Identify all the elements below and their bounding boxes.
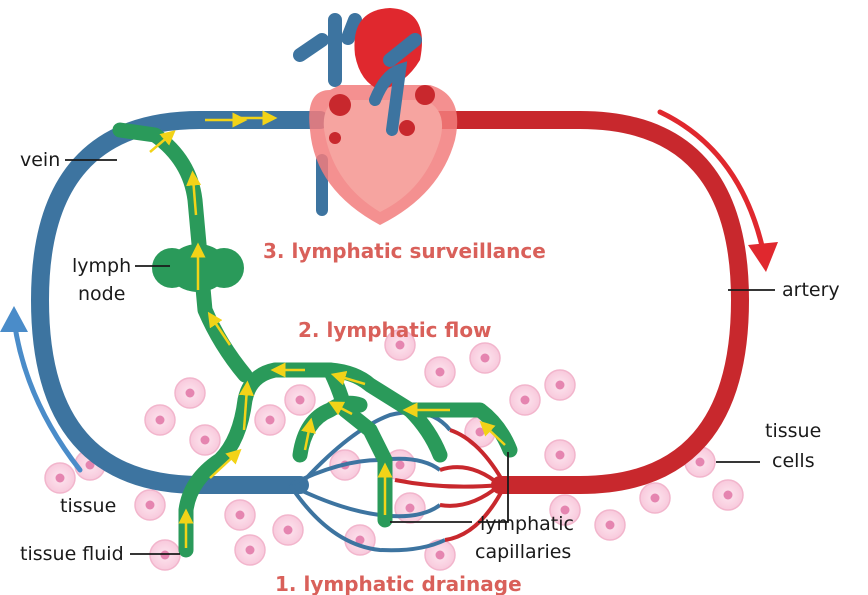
lymph-flow-arrows [149,110,506,548]
tissue-cell [544,369,576,401]
tissue-cell [549,494,581,526]
artery-flow-arrow [657,109,766,253]
stage-lymphatic-surveillance: 3. lymphatic surveillance [263,239,546,263]
label-tissue-cells-line1: tissue [765,420,821,442]
label-tissue-cells-line2: cells [772,450,815,472]
tissue-cell [149,539,181,571]
heart [293,8,458,225]
label-lymphatic-capillaries-line1: lymphatic [480,513,574,535]
tissue-cell [712,479,744,511]
tissue-cell [424,356,456,388]
tissue-cell [469,342,501,374]
tissue-cell [134,489,166,521]
tissue-cell [424,539,456,571]
tissue-cell [394,492,426,524]
tissue-cell [544,439,576,471]
tissue-cell [189,424,221,456]
leader-lines [65,159,775,555]
tissue-cell [144,404,176,436]
tissue-cell [284,384,316,416]
vein-flow-arrow [11,317,83,473]
artery-flow-arrowhead [748,242,778,272]
stage-lymphatic-flow: 2. lymphatic flow [298,318,492,342]
tissue-cell [254,404,286,436]
label-vein: vein [20,149,60,171]
stage-lymphatic-drainage: 1. lymphatic drainage [275,572,522,595]
tissue-cell [594,509,626,541]
tissue-cell [509,384,541,416]
tissue-cell [174,377,206,409]
vein-flow-arrowhead [0,306,28,332]
label-lymph-node-line2: node [78,283,125,305]
tissue-cell [384,329,416,361]
label-artery: artery [782,279,840,301]
tissue-cell [224,499,256,531]
tissue-cell [234,534,266,566]
label-tissue-fluid: tissue fluid [20,543,124,565]
artery-loop [431,111,750,494]
label-lymphatic-capillaries-line2: capillaries [475,541,571,563]
label-tissue: tissue [60,495,116,517]
tissue-cell [272,514,304,546]
tissue-cells-group [44,329,744,571]
label-lymph-node-line1: lymph [72,255,131,277]
tissue-cell [44,462,76,494]
tissue-cell [639,482,671,514]
